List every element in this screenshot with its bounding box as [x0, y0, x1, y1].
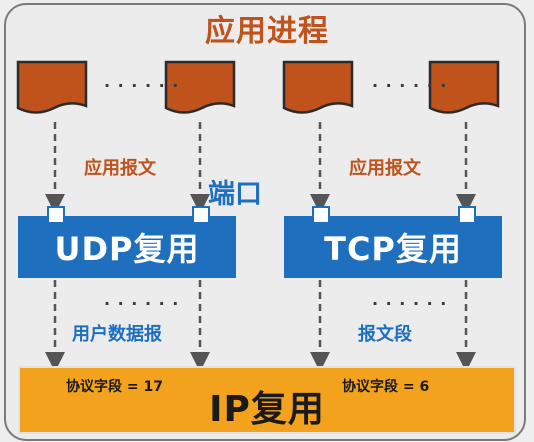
udp-port-1	[47, 206, 65, 224]
tcp-segment-ellipsis: · · · · · ·	[372, 294, 448, 313]
udp-protocol-field: 协议字段 = 17	[66, 379, 163, 395]
tcp-process-ellipsis: · · · · · ·	[372, 76, 448, 95]
ip-multiplexing-label: IP复用	[209, 389, 325, 430]
tcp-process-2-document-icon	[428, 60, 500, 114]
udp-process-ellipsis: · · · · · ·	[104, 76, 180, 95]
port-label: 端口	[208, 179, 262, 210]
tcp-process-1-document-icon	[282, 60, 354, 114]
udp-datagram-ellipsis: · · · · · ·	[104, 294, 180, 313]
ip-multiplexing-box: 协议字段 = 17 协议字段 = 6 IP复用	[18, 366, 516, 434]
tcp-port-1	[312, 206, 330, 224]
tcp-app-message-label: 应用报文	[349, 158, 421, 179]
tcp-port-2	[458, 206, 476, 224]
udp-process-2-document-icon	[164, 60, 236, 114]
udp-app-message-label: 应用报文	[84, 158, 156, 179]
tcp-protocol-field: 协议字段 = 6	[342, 379, 430, 395]
udp-port-2	[192, 206, 210, 224]
tcp-multiplexing-box: TCP复用	[284, 216, 502, 278]
segment-label: 报文段	[358, 324, 412, 345]
user-datagram-label: 用户数据报	[72, 324, 162, 345]
application-process-title: 应用进程	[205, 14, 329, 49]
udp-multiplexing-box: UDP复用	[18, 216, 236, 278]
udp-process-1-document-icon	[16, 60, 88, 114]
